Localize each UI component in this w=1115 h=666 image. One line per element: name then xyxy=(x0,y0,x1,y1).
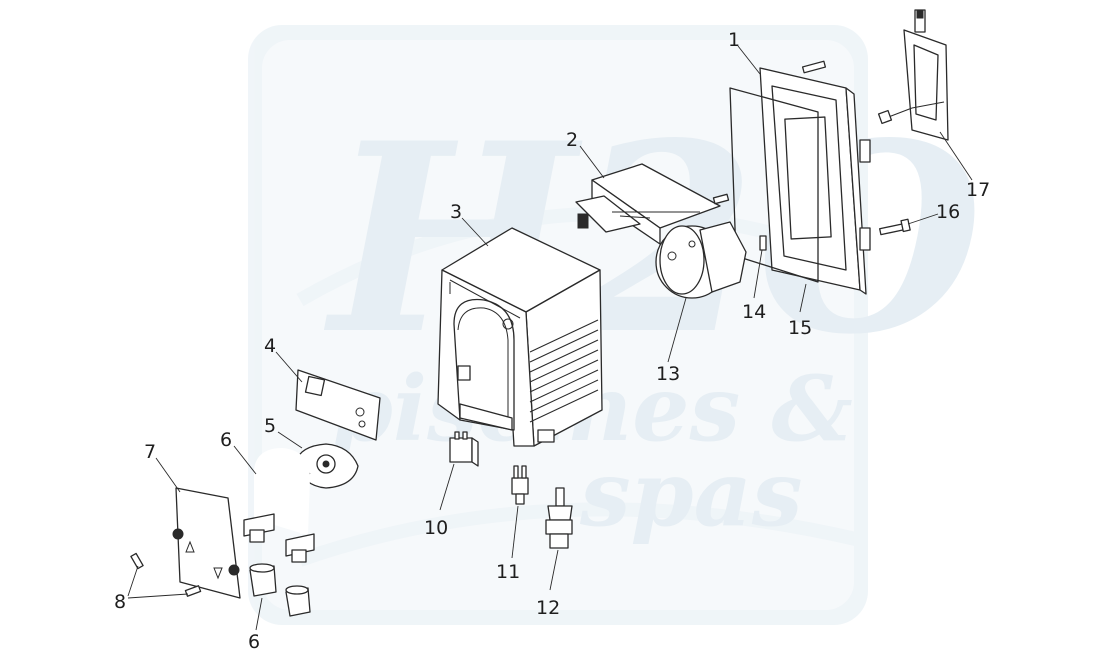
part-12-cable-gland xyxy=(545,487,573,549)
part-17-wall-bracket xyxy=(877,9,949,141)
part-16-screw xyxy=(879,218,911,236)
leader-lines xyxy=(127,45,973,631)
callout-11: 11 xyxy=(496,561,520,583)
part-2-circuit-board xyxy=(575,163,730,245)
callout-6-tube: 6 xyxy=(220,429,232,451)
callout-3: 3 xyxy=(450,201,462,223)
part-3-vent-slots xyxy=(529,319,599,423)
part-15-transparent-cover xyxy=(729,87,819,283)
callout-17: 17 xyxy=(966,179,990,201)
callout-6-fittings: 6 xyxy=(248,631,260,653)
part-5-pump-head-rotor xyxy=(295,443,359,489)
part-11-fitting xyxy=(511,465,529,505)
part-1-screw xyxy=(801,60,827,74)
watermark-line-2: spas xyxy=(579,441,803,547)
part-14-screw xyxy=(759,235,767,251)
callout-8: 8 xyxy=(114,591,126,613)
part-7-front-cover xyxy=(172,487,241,599)
part-10-connector xyxy=(449,431,479,467)
callout-1: 1 xyxy=(728,29,740,51)
callout-10: 10 xyxy=(424,517,448,539)
callout-labels: 1 2 3 4 5 6 6 7 8 10 11 12 13 14 15 16 1… xyxy=(114,29,990,653)
callout-15: 15 xyxy=(788,317,812,339)
callout-2: 2 xyxy=(566,129,578,151)
part-3-pump-body xyxy=(437,227,603,447)
callout-7: 7 xyxy=(144,441,156,463)
callout-13: 13 xyxy=(656,363,680,385)
watermark-logo: H2O piscines & spas xyxy=(248,25,984,625)
part-4-front-panel xyxy=(295,369,381,441)
callout-4: 4 xyxy=(264,335,276,357)
callout-12: 12 xyxy=(536,597,560,619)
part-13-motor xyxy=(655,221,747,299)
callout-14: 14 xyxy=(742,301,766,323)
part-1-rear-housing xyxy=(759,67,871,295)
callout-16: 16 xyxy=(936,201,960,223)
part-6-tube-assembly xyxy=(243,447,315,563)
part-6-fittings xyxy=(249,563,311,617)
part-8-screws xyxy=(130,552,202,597)
callout-5: 5 xyxy=(264,415,276,437)
